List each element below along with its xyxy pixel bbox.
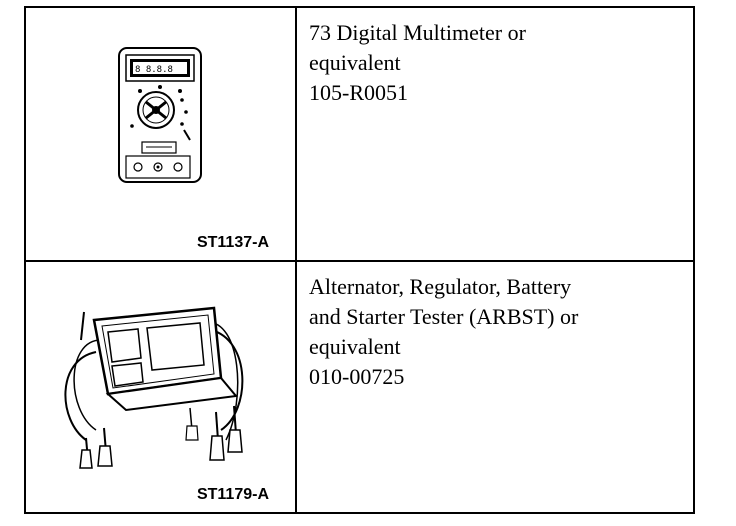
illustration-cell: ST1179-A: [26, 262, 297, 512]
description-line: equivalent: [309, 50, 401, 75]
description-line: equivalent: [309, 334, 401, 359]
figure-code: ST1179-A: [196, 486, 269, 503]
figure-code: ST1137-A: [196, 234, 269, 251]
table-row: ST1179-A Alternator, Regulator, Battery …: [26, 262, 693, 512]
description-line: Alternator, Regulator, Battery: [309, 274, 572, 299]
description-line: and Starter Tester (ARBST) or: [309, 304, 579, 329]
description-line: 105-R0051: [309, 80, 408, 105]
multimeter-icon: 8 8.8.8: [118, 47, 202, 183]
description-cell: Alternator, Regulator, Battery and Start…: [297, 262, 693, 512]
description-line: 010-00725: [309, 364, 405, 389]
battery-tester-icon: [64, 306, 244, 469]
special-tools-table: 8 8.8.8 ST1137-A 73 Digital: [24, 6, 695, 514]
description-cell: 73 Digital Multimeter or equivalent 105-…: [297, 8, 693, 260]
table-row: 8 8.8.8 ST1137-A 73 Digital: [26, 8, 693, 262]
description-line: 73 Digital Multimeter or: [309, 20, 526, 45]
svg-text:8 8.8.8: 8 8.8.8: [135, 65, 173, 75]
illustration-cell: 8 8.8.8 ST1137-A: [26, 8, 297, 260]
